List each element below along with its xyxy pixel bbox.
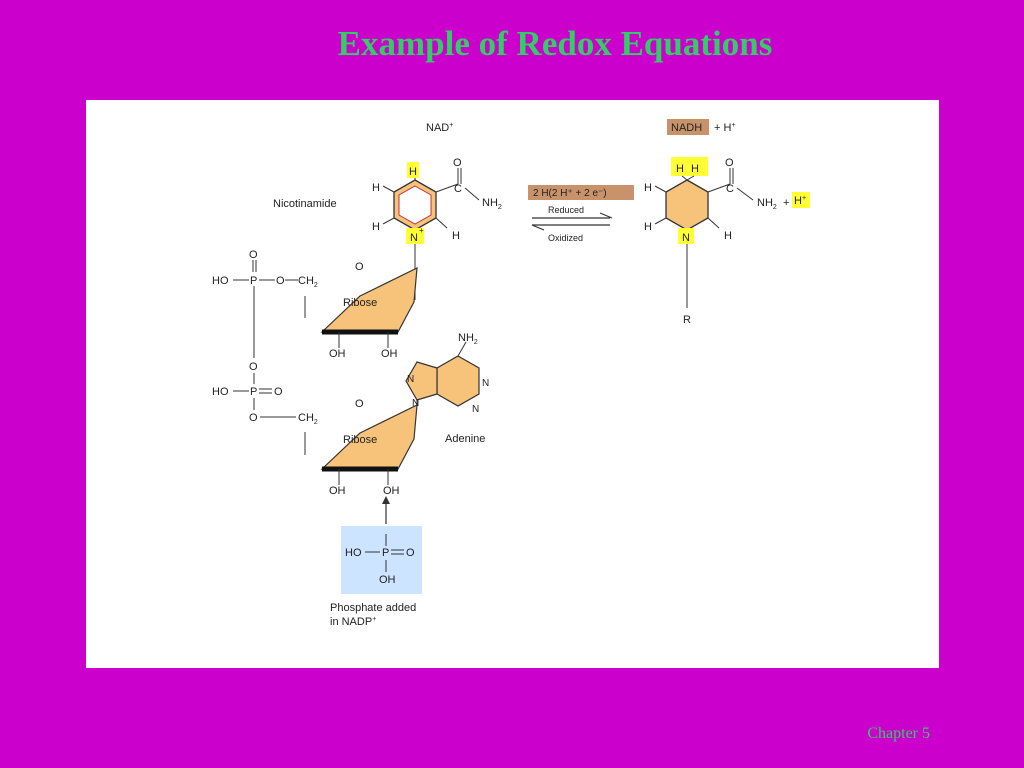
nadh-right-lower-h: H (724, 230, 732, 242)
nadh-plus-sign: + (783, 197, 789, 209)
upper-phosphate-p: P (250, 275, 257, 287)
lower-phosphate-ho: HO (212, 386, 229, 398)
amide-nh2: NH2 (482, 197, 502, 211)
upper-ribose-oh-right: OH (381, 348, 398, 360)
nadh-h-left: H (676, 163, 684, 175)
adenine-label: Adenine (445, 433, 485, 445)
ring-top-h: H (409, 166, 417, 178)
transfer-electrons-text: 2 H(2 H⁺ + 2 e⁻) (533, 188, 607, 199)
transfer-electrons-box (528, 185, 634, 200)
nadh-label: NADH (671, 122, 702, 134)
added-phosphate-oxygen: O (406, 547, 415, 559)
lower-ch2: CH2 (298, 412, 318, 426)
nad-label: NAD+ (426, 122, 453, 134)
nad-structure-diagram: NAD+ NADH + H+ Nicotinamide H H H H N + … (212, 119, 810, 628)
adenine-n1: N (482, 378, 489, 389)
ring-nitrogen-highlight (406, 228, 424, 244)
nadh-h-right: H (691, 163, 699, 175)
adenine-six-ring (436, 355, 480, 407)
upper-phosphate-ho: HO (212, 275, 229, 287)
phosphate-added-caption-line1: Phosphate added (330, 602, 416, 614)
lower-ribose-ring (320, 403, 418, 470)
nadh-amide-carbon: C (726, 183, 734, 195)
ring-left-upper-h: H (372, 182, 380, 194)
nadh-left-upper-h: H (644, 182, 652, 194)
upper-ch2: CH2 (298, 275, 318, 289)
adenine-five-ring (405, 361, 438, 401)
nadh-nitrogen-highlight (678, 228, 694, 244)
ring-right-lower-h: H (452, 230, 460, 242)
upper-ribose-label: Ribose (343, 297, 377, 309)
amide-oxygen: O (453, 157, 462, 169)
phosphate-added-box (341, 526, 422, 594)
lower-phosphate-oxygen: O (274, 386, 283, 398)
added-phosphate-p: P (382, 547, 389, 559)
lower-ribose-label: Ribose (343, 434, 377, 446)
lower-ribose-oh-left: OH (329, 485, 346, 497)
chapter-footer: Chapter 5 (867, 725, 930, 742)
lower-phosphate-p: P (250, 386, 257, 398)
amide-carbon: C (454, 183, 462, 195)
lower-ribose-oh-right: OH (383, 485, 400, 497)
nadh-label-box (667, 119, 709, 135)
linker-oxygen: O (249, 361, 258, 373)
nadh-amide-nh2: NH2 (757, 197, 777, 211)
lower-phosphate-bridge-o: O (249, 412, 258, 424)
added-phosphate-oh: OH (379, 574, 396, 586)
r-group-label: R (683, 314, 691, 326)
adenine-n7: N (407, 374, 414, 385)
oxidized-label: Oxidized (548, 233, 583, 243)
ring-left-lower-h: H (372, 221, 380, 233)
reduced-label: Reduced (548, 205, 584, 215)
lower-ribose-oxygen: O (355, 398, 364, 410)
upper-phosphate-oxygen: O (249, 249, 258, 261)
released-proton: H+ (794, 195, 806, 207)
nadh-ring (665, 179, 709, 231)
phosphate-added-caption-line2: in NADP+ (330, 616, 376, 628)
ring-nitrogen: N (410, 232, 418, 244)
nicotinamide-ring-inner (398, 185, 432, 225)
nadh-nitrogen: N (682, 232, 690, 244)
upper-phosphate-bridge-o: O (276, 275, 285, 287)
added-phosphate-ho: HO (345, 547, 362, 559)
nadh-amide-oxygen: O (725, 157, 734, 169)
upper-ribose-oxygen: O (355, 261, 364, 273)
slide-title: Example of Redox Equations (337, 24, 773, 63)
transfer-hydrogen-highlight (407, 162, 419, 178)
nadh-hydrogens-highlight (671, 157, 708, 176)
nicotinamide-label: Nicotinamide (273, 198, 337, 210)
nadh-plus-h-label: + H+ (714, 122, 736, 134)
adenine-nh2: NH2 (458, 332, 478, 346)
upper-ribose-ring (320, 266, 418, 333)
nad-redox-figure: NAD+ NADH + H+ Nicotinamide H H H H N + … (86, 100, 939, 668)
upper-ribose-oh-left: OH (329, 348, 346, 360)
adenine-n3: N (472, 404, 479, 415)
nitrogen-charge: + (419, 226, 424, 235)
proton-highlight (792, 192, 810, 208)
nadh-left-lower-h: H (644, 221, 652, 233)
adenine-n9: N (412, 398, 419, 409)
